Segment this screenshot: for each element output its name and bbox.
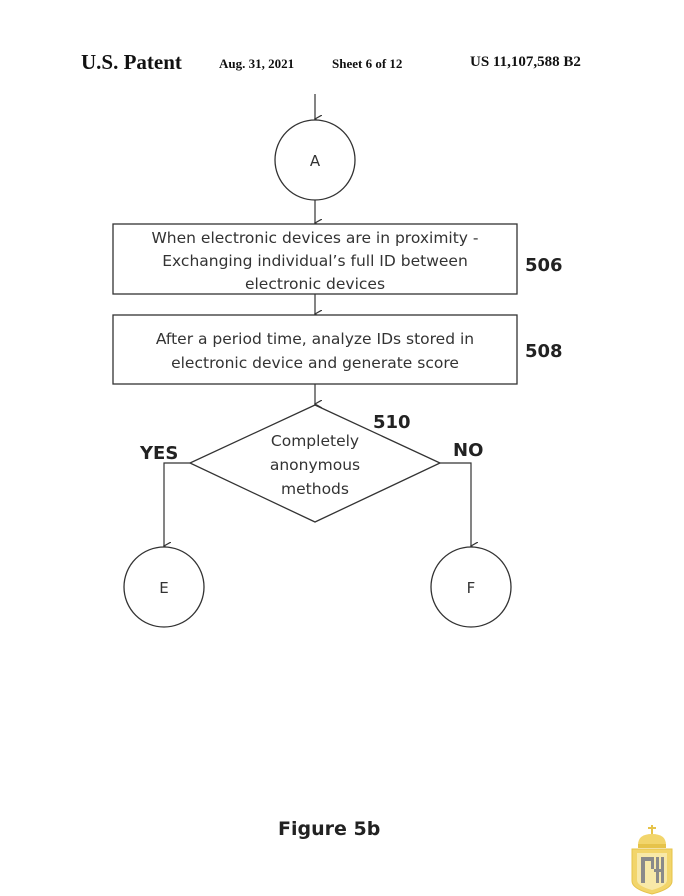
ref-label-510: 510	[373, 412, 411, 433]
yes-label: YES	[139, 443, 178, 464]
step-506-line-3: electronic devices	[245, 275, 385, 293]
connector-f: F	[430, 546, 512, 628]
step-506-box: When electronic devices are in proximity…	[112, 223, 518, 295]
step-506-line-1: When electronic devices are in proximity…	[151, 229, 478, 247]
connector-a: A	[274, 119, 356, 201]
connector-f-label: F	[467, 579, 476, 597]
figure-caption: Figure 5b	[278, 818, 381, 840]
ref-label-506: 506	[525, 255, 563, 276]
patent-number: US 11,107,588 B2	[470, 54, 581, 70]
step-508-line-2: electronic device and generate score	[171, 354, 459, 372]
step-508-line-1: After a period time, analyze IDs stored …	[156, 330, 474, 348]
crest-logo-icon	[631, 825, 673, 895]
connector-a-label: A	[310, 152, 321, 170]
sheet-number: Sheet 6 of 12	[332, 56, 403, 71]
no-branch-line	[440, 462, 471, 546]
no-label: NO	[453, 440, 483, 461]
patent-header-title: U.S. Patent	[81, 50, 182, 74]
connector-e-label: E	[159, 579, 168, 597]
decision-line-1: Completely	[271, 432, 359, 450]
step-508-box: After a period time, analyze IDs stored …	[112, 314, 518, 385]
ref-label-508: 508	[525, 341, 563, 362]
patent-date: Aug. 31, 2021	[219, 56, 295, 71]
decision-510-diamond: Completely anonymous methods	[188, 404, 442, 523]
step-506-line-2: Exchanging individual’s full ID between	[162, 252, 468, 270]
decision-line-3: methods	[281, 480, 349, 498]
connector-e: E	[123, 546, 205, 628]
yes-branch-line	[164, 462, 190, 546]
decision-line-2: anonymous	[270, 456, 360, 474]
